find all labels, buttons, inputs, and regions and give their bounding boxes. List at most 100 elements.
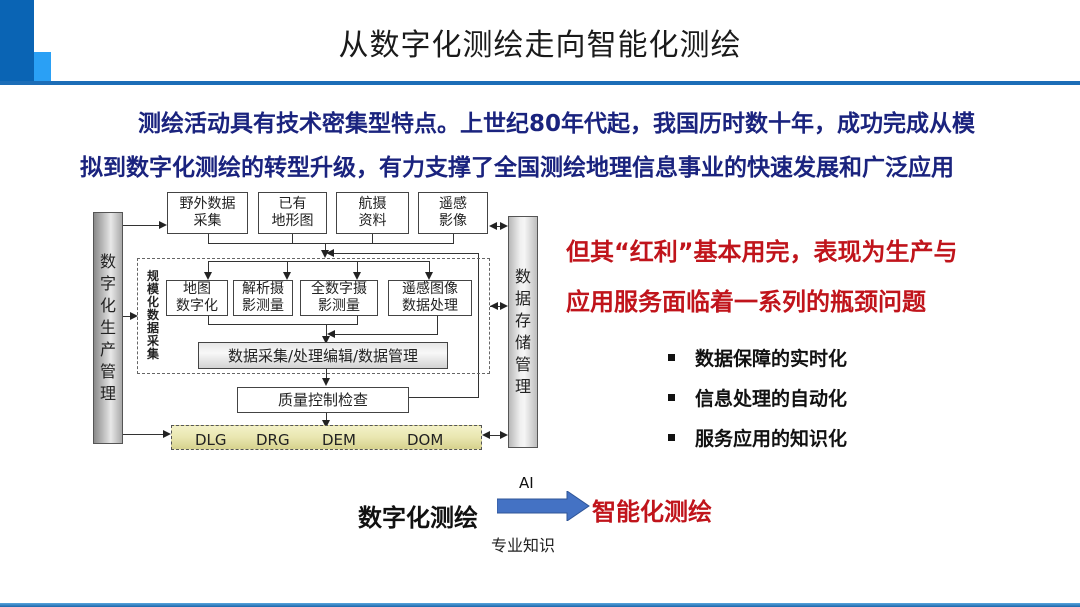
bar-char: 数 — [514, 267, 531, 286]
arrow-down-icon — [322, 336, 330, 344]
bar-char: 生 — [99, 318, 116, 337]
box-text: 数据处理 — [402, 298, 458, 314]
connector — [287, 261, 288, 273]
feedback-line — [333, 253, 478, 254]
bar-char: 数 — [99, 252, 116, 271]
page-title: 从数字化测绘走向智能化测绘 — [338, 28, 742, 63]
box-text: 遥感 — [439, 196, 467, 212]
arrow-down-icon — [425, 272, 433, 280]
bullet-text: 数据保障的实时化 — [695, 347, 848, 370]
arrow-right-icon — [500, 302, 508, 310]
product-dem: DEM — [322, 431, 356, 449]
box-text: 数字化 — [176, 298, 218, 314]
connector — [208, 234, 209, 243]
arrow-left-icon — [326, 249, 334, 257]
bar-char: 管 — [514, 355, 531, 374]
connector — [437, 316, 438, 335]
box-text: 影测量 — [318, 298, 360, 314]
arrow-right-icon — [500, 431, 508, 439]
products-bar: DLG DRG DEM DOM — [171, 425, 482, 450]
bullet-item: 信息处理的自动化 — [668, 377, 847, 417]
box-text: 采集 — [193, 213, 222, 229]
square-bullet-icon — [668, 433, 675, 441]
connector — [208, 243, 454, 244]
to-intelligent-surveying: 智能化测绘 — [592, 498, 712, 526]
transition-arrow-icon — [497, 491, 590, 521]
connector — [453, 234, 454, 243]
arrow-down-icon — [283, 272, 291, 280]
product-drg: DRG — [256, 431, 290, 449]
bullet-text: 信息处理的自动化 — [695, 387, 848, 410]
box-text: 资料 — [358, 213, 387, 229]
connector — [123, 225, 159, 226]
label-char: 模 — [146, 282, 159, 296]
label-char: 化 — [146, 295, 159, 309]
bullet-text: 服务应用的知识化 — [695, 427, 848, 450]
source-existing-maps: 已有地形图 — [258, 192, 327, 234]
connector — [326, 324, 327, 338]
arrow-down-icon — [322, 420, 330, 428]
bar-char: 理 — [99, 384, 116, 403]
product-dom: DOM — [407, 431, 444, 449]
quality-control-box: 质量控制检查 — [237, 387, 409, 413]
bullet-item: 数据保障的实时化 — [668, 337, 847, 377]
source-field-data: 野外数据采集 — [167, 192, 248, 234]
arrow-right-icon — [163, 430, 171, 438]
label-ai: AI — [519, 474, 534, 492]
bar-char: 储 — [514, 333, 531, 352]
arrow-left-icon — [490, 302, 498, 310]
connector — [208, 324, 358, 325]
group-label: 规 模 化 数 据 采 集 — [146, 270, 160, 361]
label-char: 规 — [146, 269, 159, 283]
header-accent-dark — [0, 0, 34, 82]
intro-line-2: 拟到数字化测绘的转型升级，有力支撑了全国测绘地理信息事业的快速发展和广泛应用 — [80, 155, 954, 181]
bullet-item: 服务应用的知识化 — [668, 417, 847, 457]
footer-divider — [0, 603, 1080, 607]
square-bullet-icon — [668, 393, 675, 401]
bar-char: 据 — [514, 289, 531, 308]
square-bullet-icon — [668, 353, 675, 361]
box-text: 地形图 — [271, 213, 314, 229]
connector — [494, 226, 502, 227]
connector — [292, 234, 293, 243]
method-analytical-photogrammetry: 解析摄影测量 — [233, 280, 293, 316]
bar-char: 存 — [514, 311, 531, 330]
connector — [429, 261, 430, 273]
connector — [208, 261, 209, 273]
arrow-left-icon — [489, 222, 497, 230]
box-text: 解析摄 — [242, 281, 284, 297]
bar-char: 化 — [99, 296, 116, 315]
feedback-line — [478, 253, 479, 397]
box-text: 野外数据 — [179, 196, 236, 212]
bottleneck-headline-1: 但其“红利”基本用完，表现为生产与 — [566, 238, 958, 266]
arrow-right-icon — [500, 222, 508, 230]
connector — [326, 413, 327, 422]
box-text: 影像 — [439, 213, 467, 229]
bar-char: 理 — [514, 377, 531, 396]
intro-line-1: 测绘活动具有技术密集型特点。上世纪80年代起，我国历时数十年，成功完成从模 — [138, 111, 976, 137]
arrow-right-icon — [159, 221, 167, 229]
method-digital-photogrammetry: 全数字摄影测量 — [300, 280, 378, 316]
arrow-left-icon — [327, 330, 335, 338]
bar-char: 产 — [99, 340, 116, 359]
connector — [326, 369, 327, 379]
process-collect-edit-manage: 数据采集/处理编辑/数据管理 — [198, 342, 448, 369]
header-divider — [0, 81, 1080, 85]
box-text: 航摄 — [358, 196, 387, 212]
bar-char: 字 — [99, 274, 116, 293]
arrow-left-icon — [482, 431, 490, 439]
feedback-line — [408, 397, 479, 398]
connector — [357, 261, 358, 273]
method-remote-sensing-processing: 遥感图像数据处理 — [388, 280, 472, 316]
arrow-right-icon — [130, 312, 138, 320]
label-char: 据 — [146, 321, 159, 335]
box-text: 遥感图像 — [402, 281, 458, 297]
from-digital-surveying: 数字化测绘 — [358, 504, 478, 532]
connector — [372, 234, 373, 243]
arrow-down-icon — [322, 378, 330, 386]
header-accent-light — [34, 52, 51, 82]
connector — [357, 316, 358, 324]
label-char: 数 — [146, 308, 159, 322]
source-aerial-photos: 航摄资料 — [336, 192, 409, 234]
bullet-list: 数据保障的实时化 信息处理的自动化 服务应用的知识化 — [668, 337, 847, 457]
